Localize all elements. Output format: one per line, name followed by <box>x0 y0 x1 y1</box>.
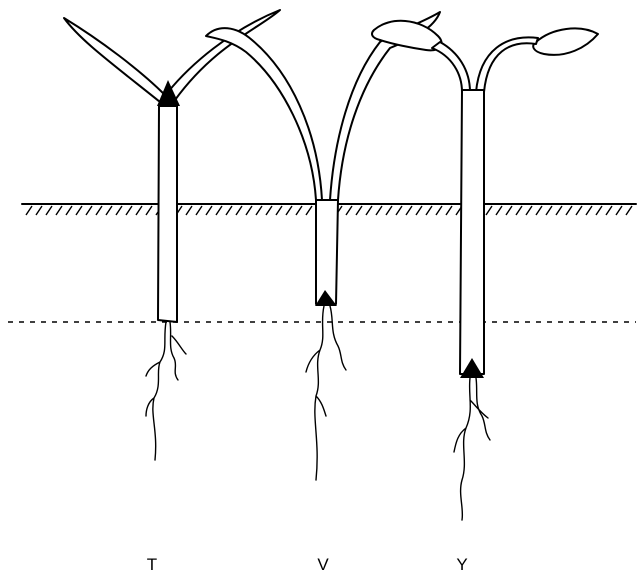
hatch-mark <box>286 206 292 215</box>
hatch-mark <box>56 206 62 215</box>
plant-label-y: Y <box>456 555 467 574</box>
hatch-mark <box>626 206 632 215</box>
hatch-mark <box>126 206 132 215</box>
hatch-mark <box>296 206 302 215</box>
hatch-mark <box>446 206 452 215</box>
hatch-mark <box>226 206 232 215</box>
seedling-t-stem <box>158 106 177 322</box>
hatch-mark <box>536 206 542 215</box>
hatch-mark <box>26 206 32 215</box>
hatch-mark <box>356 206 362 215</box>
seedling-v-roots <box>306 306 346 480</box>
hatch-mark <box>146 206 152 215</box>
hatch-mark <box>96 206 102 215</box>
hatch-mark <box>106 206 112 215</box>
hatch-mark <box>136 206 142 215</box>
hatch-mark <box>516 206 522 215</box>
hatch-mark <box>376 206 382 215</box>
seedling-t-roots <box>146 322 186 460</box>
hatch-mark <box>436 206 442 215</box>
hatch-mark <box>236 206 242 215</box>
seedling-y-right-cotyledon <box>533 28 598 54</box>
hatch-mark <box>416 206 422 215</box>
seedling-v <box>206 12 440 480</box>
hatch-mark <box>66 206 72 215</box>
hatch-mark <box>206 206 212 215</box>
hatch-mark <box>86 206 92 215</box>
hatch-mark <box>396 206 402 215</box>
hatch-mark <box>506 206 512 215</box>
seedling-y-right-petiole <box>476 37 538 92</box>
hatch-mark <box>616 206 622 215</box>
hatch-mark <box>366 206 372 215</box>
hatch-mark <box>266 206 272 215</box>
hatch-mark <box>116 206 122 215</box>
hatch-mark <box>256 206 262 215</box>
hatch-mark <box>606 206 612 215</box>
hatch-mark <box>486 206 492 215</box>
hatch-mark <box>386 206 392 215</box>
plant-label-v: V <box>317 555 329 574</box>
hatch-mark <box>526 206 532 215</box>
seedling-y <box>372 21 598 520</box>
hatch-mark <box>556 206 562 215</box>
hatch-mark <box>346 206 352 215</box>
hatch-mark <box>196 206 202 215</box>
hatch-mark <box>496 206 502 215</box>
seedling-v-left-leaf <box>206 28 322 200</box>
hatch-mark <box>566 206 572 215</box>
hatch-mark <box>36 206 42 215</box>
hatch-mark <box>76 206 82 215</box>
plant-label-t: T <box>147 555 157 574</box>
hatch-mark <box>216 206 222 215</box>
seedling-y-stem <box>460 90 484 374</box>
hatch-mark <box>586 206 592 215</box>
seedling-t-left-leaf <box>64 18 165 102</box>
hatch-mark <box>306 206 312 215</box>
seedling-y-roots <box>454 378 490 520</box>
hatch-mark <box>246 206 252 215</box>
hatch-mark <box>46 206 52 215</box>
hatch-mark <box>186 206 192 215</box>
hatch-mark <box>546 206 552 215</box>
seedling-y-left-petiole <box>432 42 470 92</box>
hatch-mark <box>276 206 282 215</box>
hatch-mark <box>426 206 432 215</box>
seedling-t <box>64 10 280 460</box>
hatch-mark <box>576 206 582 215</box>
hatch-mark <box>596 206 602 215</box>
seedling-v-stem <box>316 200 338 304</box>
hatch-mark <box>406 206 412 215</box>
